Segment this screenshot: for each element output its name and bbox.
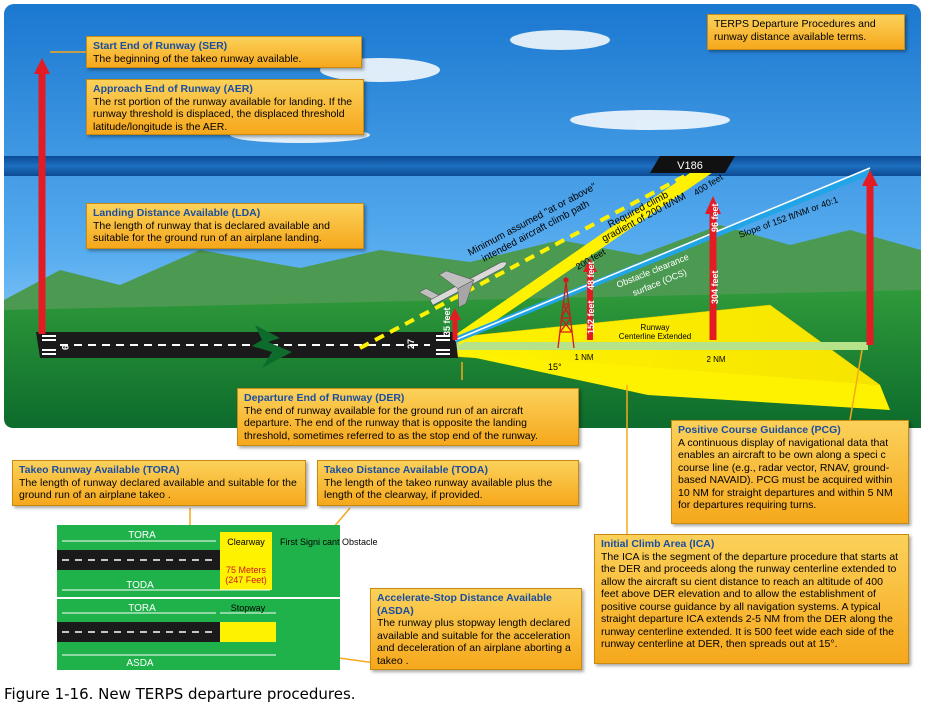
inset-obstacle-label: First Signi cant Obstacle <box>280 537 378 547</box>
pcg-body: A continuous display of navigational dat… <box>678 436 893 512</box>
lda-body: The length of runway that is declared av… <box>93 219 330 245</box>
centerline-extended <box>448 342 868 350</box>
runway: 9 27 <box>36 325 458 368</box>
asda-box: Accelerate-Stop Distance Available (ASDA… <box>370 588 582 670</box>
der-title: Departure End of Runway (DER) <box>244 392 405 404</box>
figure-caption: Figure 1-16. New TERPS departure procedu… <box>4 685 356 703</box>
pcg-box: Positive Course Guidance (PCG) A continu… <box>671 420 909 524</box>
runway-number-right: 27 <box>406 339 416 349</box>
centerline-label-2: Centerline Extended <box>619 332 692 341</box>
tora-body: The length of runway declared available … <box>19 476 297 502</box>
climb-gradients <box>359 166 872 350</box>
inset-meters-label: 75 Meters <box>226 565 267 575</box>
lda-box: Landing Distance Available (LDA) The len… <box>86 203 364 249</box>
altitude-band <box>4 156 921 176</box>
asda-body: The runway plus stopway length declared … <box>377 617 571 667</box>
lda-title: Landing Distance Available (LDA) <box>93 207 261 219</box>
inset-tora2-label: TORA <box>128 603 156 614</box>
ser-body: The beginning of the takeo runway availa… <box>93 52 302 65</box>
terps-title-text: TERPS Departure Procedures and runway di… <box>714 18 876 43</box>
height-arrows <box>34 58 878 345</box>
inset-stopway-label: Stopway <box>231 603 266 613</box>
inset-toda-label: TODA <box>126 580 154 591</box>
aer-box: Approach End of Runway (AER) The rst por… <box>86 79 364 135</box>
asda-title: Accelerate-Stop Distance Available (ASDA… <box>377 592 552 617</box>
deg15-label: 15° <box>548 362 562 372</box>
runway-number-left: 9 <box>60 345 70 350</box>
terps-title-box: TERPS Departure Procedures and runway di… <box>707 14 905 50</box>
ft-304-label: 304 feet <box>710 270 720 304</box>
ica-title: Initial Climb Area (ICA) <box>601 538 715 550</box>
inset-clearway-label: Clearway <box>227 537 265 547</box>
tora-box: Takeo Runway Available (TORA) The length… <box>12 460 306 506</box>
inset-feet-label: (247 Feet) <box>225 575 267 585</box>
ica-body: The ICA is the segment of the departure … <box>601 550 899 651</box>
ser-title: Start End of Runway (SER) <box>93 40 228 52</box>
pcg-title: Positive Course Guidance (PCG) <box>678 424 841 436</box>
inset-distances: TORA Clearway 75 Meters (247 Feet) First… <box>57 525 378 670</box>
ica-box: Initial Climb Area (ICA) The ICA is the … <box>594 534 909 664</box>
toda-box: Takeo Distance Available (TODA) The leng… <box>317 460 579 506</box>
nm1-label: 1 NM <box>574 353 593 362</box>
svg-text:V186: V186 <box>677 160 703 172</box>
ft-152-label: 152 feet <box>586 300 596 334</box>
toda-body: The length of the takeo runway available… <box>324 476 553 502</box>
der-body: The end of runway available for the grou… <box>244 404 538 442</box>
centerline-label-1: Runway <box>641 323 670 332</box>
aer-body: The rst portion of the runway available … <box>93 95 353 133</box>
ft-96-label: 96 feet <box>710 203 720 232</box>
ser-box: Start End of Runway (SER) The beginning … <box>86 36 362 68</box>
tora-title: Takeo Runway Available (TORA) <box>19 464 180 476</box>
der-box: Departure End of Runway (DER) The end of… <box>237 388 579 446</box>
aer-title: Approach End of Runway (AER) <box>93 83 253 95</box>
inset-tora-label: TORA <box>128 530 156 541</box>
airway-v186: V186 <box>650 156 735 173</box>
airplane-icon <box>418 261 507 308</box>
ft-48-label: 48 feet <box>586 261 596 290</box>
ft-35-label: 35 feet <box>442 307 452 336</box>
inset-asda-label: ASDA <box>126 658 154 669</box>
nm2-label: 2 NM <box>706 355 725 364</box>
obstacle-tower-icon <box>557 277 575 349</box>
toda-title: Takeo Distance Available (TODA) <box>324 464 488 476</box>
